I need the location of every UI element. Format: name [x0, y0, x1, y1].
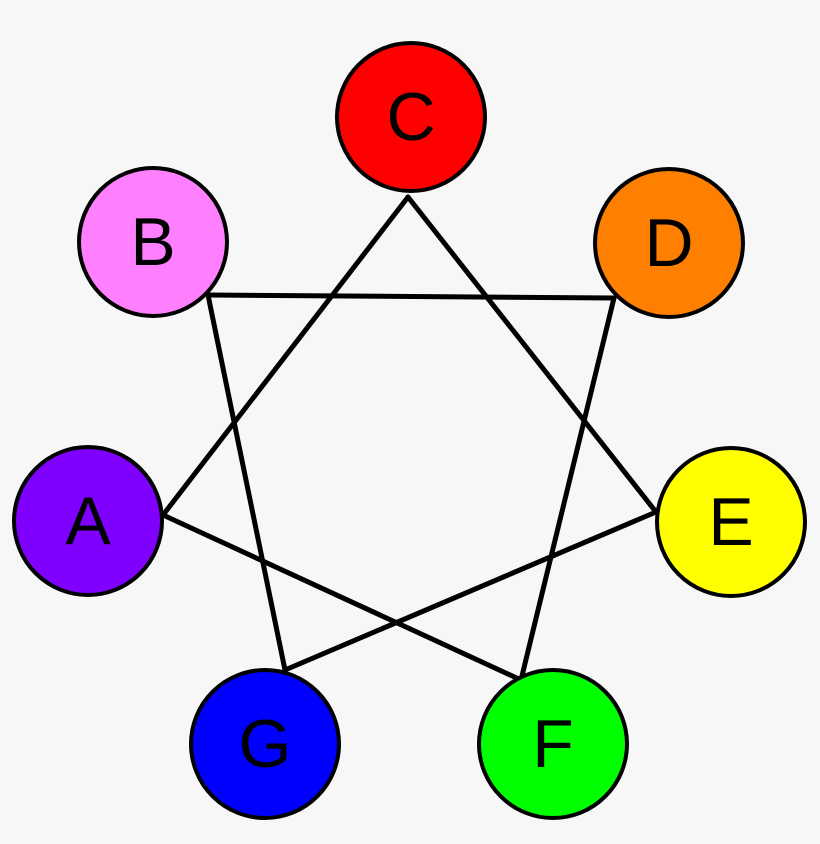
edge-G-B	[205, 292, 288, 673]
edge-B-D	[205, 292, 617, 301]
node-D-circle	[593, 167, 745, 319]
edge-E-G	[282, 509, 659, 673]
edge-A-C	[160, 194, 411, 518]
node-C-circle	[335, 41, 487, 193]
node-E: E	[655, 446, 807, 598]
node-E-circle	[655, 446, 807, 598]
node-F-circle	[477, 668, 629, 820]
node-B-circle	[77, 166, 229, 318]
node-G-circle	[189, 668, 341, 820]
node-A-circle	[12, 445, 164, 597]
node-A: A	[12, 445, 164, 597]
node-B-label: B	[130, 204, 175, 280]
node-B: B	[77, 166, 229, 318]
node-D-label: D	[644, 205, 693, 281]
node-G: G	[189, 668, 341, 820]
node-C-label: C	[386, 79, 435, 155]
edges-layer	[160, 194, 659, 683]
node-E-label: E	[708, 484, 753, 560]
node-F: F	[477, 668, 629, 820]
node-C: C	[335, 41, 487, 193]
node-F-label: F	[532, 706, 574, 782]
edge-D-F	[518, 295, 617, 683]
edge-F-A	[160, 512, 524, 683]
node-D: D	[593, 167, 745, 319]
edge-C-E	[405, 194, 659, 515]
node-A-label: A	[65, 483, 111, 559]
node-G-label: G	[239, 706, 292, 782]
